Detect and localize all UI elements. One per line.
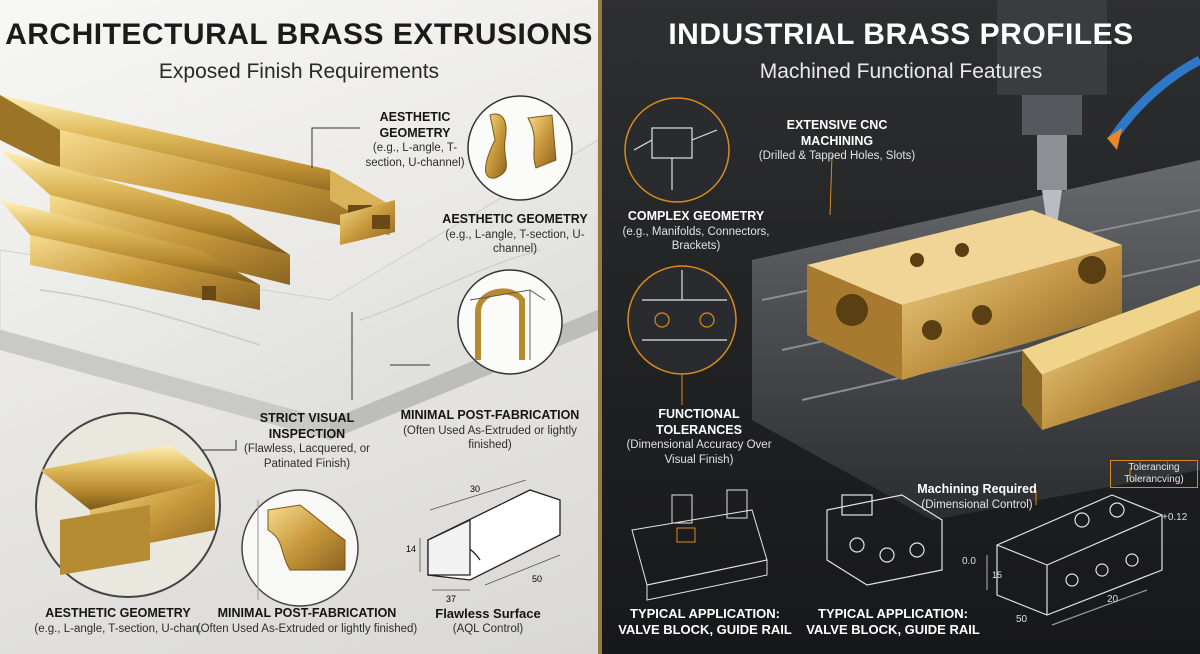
dim-50: 50 xyxy=(532,574,543,584)
profile-technical-drawing xyxy=(419,479,561,591)
tolerancing-line-2: Tolerancving) xyxy=(1124,474,1184,485)
brass-extrusion-channel xyxy=(0,150,290,310)
bottom-desc: (Often Used As-Extruded or lightly finis… xyxy=(196,622,418,635)
callout-minimal-post-fabrication: MINIMAL POST-FABRICATION (Often Used As-… xyxy=(400,408,580,452)
tolerance-sketch xyxy=(642,270,727,341)
bottom-heading: MINIMAL POST-FABRICATION xyxy=(217,606,397,620)
callout-heading: STRICT VISUAL INSPECTION xyxy=(259,411,355,441)
profile-sample-curve xyxy=(485,113,507,179)
right-title: INDUSTRIAL BRASS PROFILES xyxy=(668,18,1134,51)
callout-desc: (Dimensional Accuracy Over Visual Finish… xyxy=(626,439,772,466)
bottom-heading: Flawless Surface xyxy=(435,606,541,621)
dim-50: 50 xyxy=(1016,614,1028,625)
right-subtitle: Machined Functional Features xyxy=(759,60,1043,83)
tolerancing-line-1: Tolerancing xyxy=(1128,462,1180,473)
leader-lines-right xyxy=(681,154,1131,505)
callout-desc: (e.g., L-angle, T-section, U-channel) xyxy=(365,142,465,169)
aesthetic-geometry-circle xyxy=(467,95,573,201)
callout-desc: (Flawless, Lacquered, or Patinated Finis… xyxy=(244,443,370,470)
callout-complex-geometry: COMPLEX GEOMETRY (e.g., Manifolds, Conne… xyxy=(616,209,776,253)
callout-desc: (Often Used As-Extruded or lightly finis… xyxy=(403,424,577,451)
callout-extensive-cnc-machining: EXTENSIVE CNC MACHINING (Drilled & Tappe… xyxy=(752,118,922,164)
callout-functional-tolerances: FUNCTIONAL TOLERANCES (Dimensional Accur… xyxy=(614,407,784,467)
profile-sample-bracket xyxy=(527,114,557,169)
bottom-line-2: VALVE BLOCK, GUIDE RAIL xyxy=(806,622,980,638)
bottom-typical-application-2: TYPICAL APPLICATION: VALVE BLOCK, GUIDE … xyxy=(798,606,988,639)
bottom-minimal-post-fabrication: MINIMAL POST-FABRICATION (Often Used As-… xyxy=(196,606,418,636)
callout-heading: EXTENSIVE CNC MACHINING xyxy=(786,118,888,148)
bottom-desc: (e.g., L-angle, T-section, U-chan. xyxy=(34,622,202,635)
bottom-line-1: TYPICAL APPLICATION: xyxy=(630,606,780,621)
industrial-panel: INDUSTRIAL BRASS PROFILES Machined Funct… xyxy=(602,0,1200,654)
callout-machining-required: Machining Required (Dimensional Control) xyxy=(902,482,1052,512)
bottom-desc: (AQL Control) xyxy=(452,623,524,636)
architectural-panel: ARCHITECTURAL BRASS EXTRUSIONS Exposed F… xyxy=(0,0,598,654)
valve-block-sketch xyxy=(826,494,943,586)
callout-aesthetic-geometry-mid: AESTHETIC GEOMETRY (e.g., L-angle, T-sec… xyxy=(440,212,590,256)
callout-desc: (Dimensional Control) xyxy=(921,498,1033,511)
callout-desc: (e.g., Manifolds, Connectors, Brackets) xyxy=(622,225,770,252)
complex-geometry-circle xyxy=(624,97,730,203)
bottom-flawless-surface: Flawless Surface (AQL Control) xyxy=(428,606,548,637)
tolerancing-box: Tolerancing Tolerancving) xyxy=(1110,460,1198,488)
functional-tolerances-circle xyxy=(627,265,737,375)
connector-sketch xyxy=(633,127,718,190)
dim-plus-0-12: +0.12 xyxy=(1162,512,1188,523)
bottom-typical-application-1: TYPICAL APPLICATION: VALVE BLOCK, GUIDE … xyxy=(610,606,800,639)
callout-strict-visual-inspection: STRICT VISUAL INSPECTION (Flawless, Lacq… xyxy=(222,411,392,471)
callout-heading: AESTHETIC GEOMETRY xyxy=(379,110,451,140)
bottom-line-2: VALVE BLOCK, GUIDE RAIL xyxy=(618,622,792,638)
architectural-artwork xyxy=(0,95,598,607)
dim-14: 14 xyxy=(406,544,417,554)
dimensioned-block-drawing xyxy=(986,494,1163,626)
brass-extrusion-rod xyxy=(340,200,395,245)
callout-heading: Machining Required xyxy=(917,482,1037,496)
brass-manifold-block xyxy=(807,210,1122,380)
dim-0-0: 0.0 xyxy=(962,556,976,567)
bottom-aesthetic-geometry: AESTHETIC GEOMETRY (e.g., L-angle, T-sec… xyxy=(18,606,218,636)
left-subtitle: Exposed Finish Requirements xyxy=(158,60,440,83)
leader-lines-left xyxy=(200,127,430,451)
cnc-spindle xyxy=(997,0,1107,225)
callout-heading: COMPLEX GEOMETRY xyxy=(627,209,765,223)
left-title: ARCHITECTURAL BRASS EXTRUSIONS xyxy=(5,18,593,51)
brass-arch-trim xyxy=(475,288,525,360)
bottom-heading: AESTHETIC GEOMETRY xyxy=(45,606,191,620)
callout-heading: MINIMAL POST-FABRICATION xyxy=(400,408,580,422)
brass-guide-rail xyxy=(1022,285,1200,430)
callout-desc: (e.g., L-angle, T-section, U-channel) xyxy=(445,228,585,255)
bottom-line-1: TYPICAL APPLICATION: xyxy=(818,606,968,621)
callout-aesthetic-geometry-top: AESTHETIC GEOMETRY (e.g., L-angle, T-sec… xyxy=(360,110,470,170)
dim-20: 20 xyxy=(1107,594,1119,605)
callout-heading: FUNCTIONAL TOLERANCES xyxy=(656,407,742,437)
dim-37: 37 xyxy=(446,594,457,604)
doorway-arch-circle xyxy=(457,269,563,375)
guide-rail-sketch xyxy=(631,489,768,601)
dim-15: 15 xyxy=(992,570,1003,580)
dim-30: 30 xyxy=(470,484,481,494)
panel-divider xyxy=(598,0,602,654)
callout-heading: AESTHETIC GEOMETRY xyxy=(442,212,588,226)
industrial-artwork xyxy=(624,0,1200,626)
callout-desc: (Drilled & Tapped Holes, Slots) xyxy=(758,150,916,163)
